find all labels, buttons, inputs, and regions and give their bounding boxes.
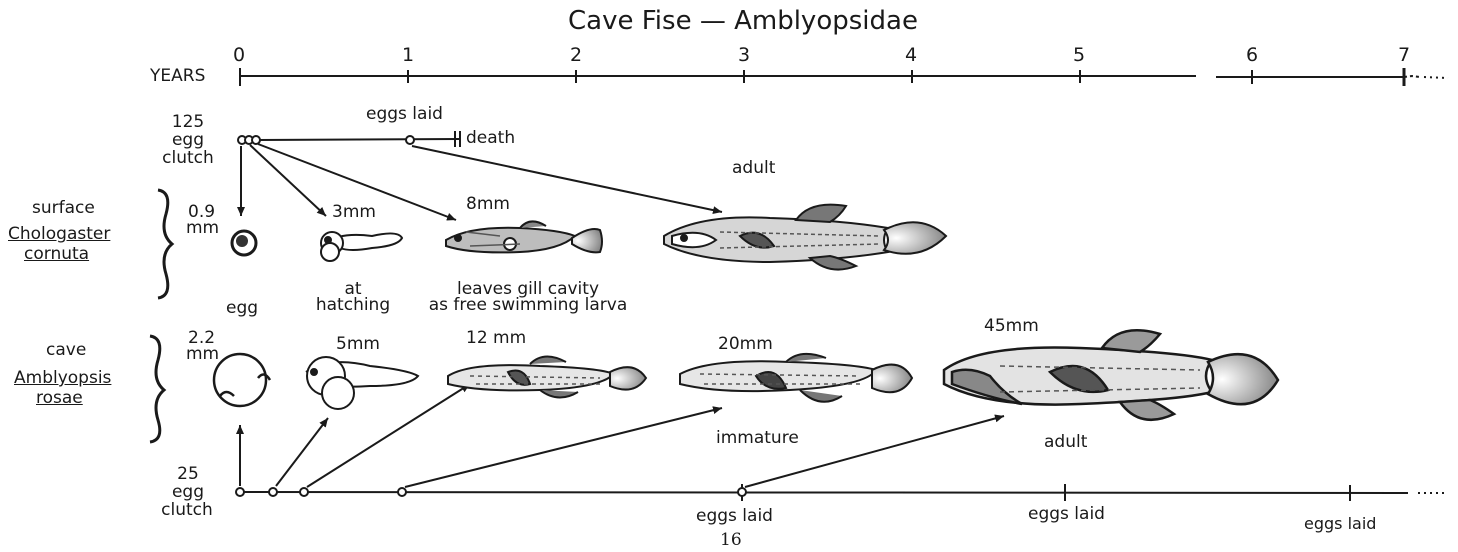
year-tick-1: 1 [402,46,414,65]
cave-egg [214,354,270,406]
cave-stage-20mm-label: 20mm [718,336,773,353]
surface-egg-size-unit: mm [186,220,219,237]
cave-timeline [236,484,1448,501]
surface-eggs-laid-label: eggs laid [366,106,443,123]
cave-species-genus: Amblyopsis [14,370,111,387]
cave-hatchling [306,357,418,409]
year-tick-6: 6 [1246,46,1258,65]
cave-stage-5mm-label: 5mm [336,336,380,353]
surface-adult-label: adult [732,160,775,177]
cave-stage-45mm-label: 45mm [984,318,1039,335]
cave-adult-label: adult [1044,434,1087,451]
surface-clutch-label-clutch: clutch [160,150,216,167]
surface-larva-8mm [446,221,602,252]
surface-stage-8mm-label: 8mm [466,196,510,213]
cave-egg-size-unit: mm [186,346,219,363]
surface-adult [664,205,946,270]
surface-caption-hatching: hatching [306,297,400,314]
surface-clutch-number: 125 [166,114,210,131]
cave-brace [150,336,164,442]
year-tick-2: 2 [570,46,582,65]
surface-habitat-label: surface [32,200,95,217]
cave-stage-12mm-label: 12 mm [466,330,526,347]
years-axis [240,68,1448,86]
cave-clutch-number: 25 [168,466,208,483]
years-axis-label: YEARS [150,68,205,85]
year-tick-5: 5 [1073,46,1085,65]
year-tick-3: 3 [738,46,750,65]
year-tick-7: 7 [1398,46,1410,65]
surface-caption-egg: egg [226,300,258,317]
cave-adult-45mm [944,330,1278,420]
cave-eggs-laid-year-5: eggs laid [1028,506,1105,523]
cave-habitat-label: cave [46,342,86,359]
surface-caption-free-swimming-larva: as free swimming larva [410,297,646,314]
cave-clutch-label-egg: egg [166,484,210,501]
cave-larva-12mm [448,356,646,397]
surface-clutch-label-egg: egg [166,132,210,149]
surface-egg [232,231,256,255]
page-number: 16 [720,532,742,549]
cave-immature-20mm [680,354,912,402]
cave-eggs-laid-year-7: eggs laid [1304,516,1376,532]
surface-species-genus: Chologaster [8,226,110,243]
surface-brace [158,190,172,298]
surface-death-label: death [466,130,515,147]
cave-species-epithet: rosae [36,390,83,407]
cave-eggs-laid-year-3: eggs laid [696,508,773,525]
diagram-title: Cave Fise — Amblyopsidae [568,8,918,34]
cave-immature-label: immature [716,430,799,447]
year-tick-0: 0 [233,46,245,65]
cave-clutch-label-clutch: clutch [158,502,216,519]
surface-hatchling [321,232,402,261]
year-tick-4: 4 [905,46,917,65]
surface-species-epithet: cornuta [24,246,89,263]
surface-stage-3mm-label: 3mm [332,204,376,221]
cave-arrows [240,384,1004,487]
surface-timeline [238,131,460,147]
